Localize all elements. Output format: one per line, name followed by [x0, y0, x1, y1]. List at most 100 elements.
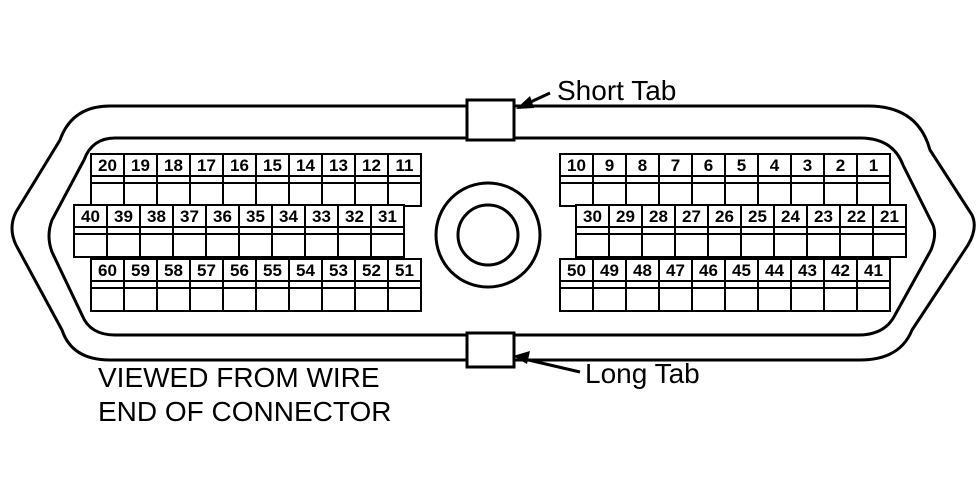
pin-cavity-24: 24 — [773, 204, 808, 258]
pin-divider — [387, 280, 422, 289]
pin-divider — [806, 226, 841, 235]
pin-number-label: 55 — [263, 261, 282, 280]
pin-divider — [238, 226, 273, 235]
pin-number-label: 29 — [616, 207, 635, 226]
pin-number-label: 42 — [831, 261, 850, 280]
pin-cavity-25: 25 — [740, 204, 775, 258]
pin-number-label: 32 — [345, 207, 364, 226]
pin-cavity-48: 48 — [625, 258, 660, 312]
pin-cavity-49: 49 — [592, 258, 627, 312]
pin-divider — [823, 280, 858, 289]
pin-number-label: 4 — [770, 156, 780, 175]
long-tab — [465, 331, 516, 369]
pin-terminal-box — [674, 233, 709, 258]
pin-terminal-box — [823, 287, 858, 312]
pin-number-label: 28 — [649, 207, 668, 226]
pin-terminal-box — [691, 182, 726, 207]
pin-terminal-box — [641, 233, 676, 258]
short-tab-arrow — [516, 91, 551, 109]
pin-cavity-43: 43 — [790, 258, 825, 312]
pin-cavity-29: 29 — [608, 204, 643, 258]
pin-terminal-box — [304, 233, 339, 258]
pin-cavity-13: 13 — [321, 153, 356, 207]
pin-divider — [222, 280, 257, 289]
pin-cavity-36: 36 — [205, 204, 240, 258]
pin-divider — [691, 175, 726, 184]
pin-divider — [757, 175, 792, 184]
pin-number-label: 8 — [638, 156, 647, 175]
pin-terminal-box — [625, 182, 660, 207]
pin-terminal-box — [271, 233, 306, 258]
pin-divider — [123, 280, 158, 289]
pin-divider — [641, 226, 676, 235]
pin-divider — [304, 226, 339, 235]
pin-terminal-box — [790, 182, 825, 207]
pin-terminal-box — [172, 233, 207, 258]
pin-number-label: 49 — [600, 261, 619, 280]
pin-divider — [90, 175, 125, 184]
pin-cavity-33: 33 — [304, 204, 339, 258]
pin-divider — [625, 175, 660, 184]
pin-divider — [757, 280, 792, 289]
pin-cavity-27: 27 — [674, 204, 709, 258]
pin-terminal-box — [658, 287, 693, 312]
pin-cavity-53: 53 — [321, 258, 356, 312]
pin-terminal-box — [592, 287, 627, 312]
pin-cavity-28: 28 — [641, 204, 676, 258]
pin-number-label: 17 — [197, 156, 216, 175]
pin-terminal-box — [575, 233, 610, 258]
pin-cavity-52: 52 — [354, 258, 389, 312]
pin-cavity-1: 1 — [856, 153, 891, 207]
pin-divider — [73, 226, 108, 235]
pin-number-label: 1 — [869, 156, 878, 175]
pin-terminal-box — [839, 233, 874, 258]
pin-cavity-26: 26 — [707, 204, 742, 258]
pin-divider — [139, 226, 174, 235]
pin-number-label: 3 — [803, 156, 812, 175]
pin-terminal-box — [321, 182, 356, 207]
pin-terminal-box — [354, 182, 389, 207]
pin-cavity-47: 47 — [658, 258, 693, 312]
pin-terminal-box — [724, 182, 759, 207]
pin-divider — [172, 226, 207, 235]
pin-cavity-4: 4 — [757, 153, 792, 207]
pin-divider — [691, 280, 726, 289]
pin-cavity-32: 32 — [337, 204, 372, 258]
pin-terminal-box — [123, 182, 158, 207]
pin-cavity-40: 40 — [73, 204, 108, 258]
pin-cavity-16: 16 — [222, 153, 257, 207]
pin-cavity-51: 51 — [387, 258, 422, 312]
pin-terminal-box — [238, 233, 273, 258]
center-post-inner — [456, 203, 520, 267]
pin-terminal-box — [205, 233, 240, 258]
pin-number-label: 53 — [329, 261, 348, 280]
pin-number-label: 21 — [880, 207, 899, 226]
pin-cavity-20: 20 — [90, 153, 125, 207]
pin-divider — [856, 175, 891, 184]
pin-cavity-23: 23 — [806, 204, 841, 258]
pin-cavity-45: 45 — [724, 258, 759, 312]
pin-number-label: 57 — [197, 261, 216, 280]
pin-number-label: 40 — [81, 207, 100, 226]
pin-divider — [370, 226, 405, 235]
pin-divider — [658, 280, 693, 289]
pin-number-label: 13 — [329, 156, 348, 175]
pin-number-label: 34 — [279, 207, 298, 226]
caption-line-2: END OF CONNECTOR — [98, 396, 392, 427]
pin-cavity-56: 56 — [222, 258, 257, 312]
pin-number-label: 27 — [682, 207, 701, 226]
pin-terminal-box — [354, 287, 389, 312]
pin-cavity-34: 34 — [271, 204, 306, 258]
pin-cavity-8: 8 — [625, 153, 660, 207]
pin-cavity-6: 6 — [691, 153, 726, 207]
pin-cavity-37: 37 — [172, 204, 207, 258]
pin-divider — [387, 175, 422, 184]
pin-divider — [106, 226, 141, 235]
pin-number-label: 22 — [847, 207, 866, 226]
pin-terminal-box — [856, 287, 891, 312]
pin-terminal-box — [757, 287, 792, 312]
pin-divider — [724, 280, 759, 289]
pin-terminal-box — [823, 182, 858, 207]
